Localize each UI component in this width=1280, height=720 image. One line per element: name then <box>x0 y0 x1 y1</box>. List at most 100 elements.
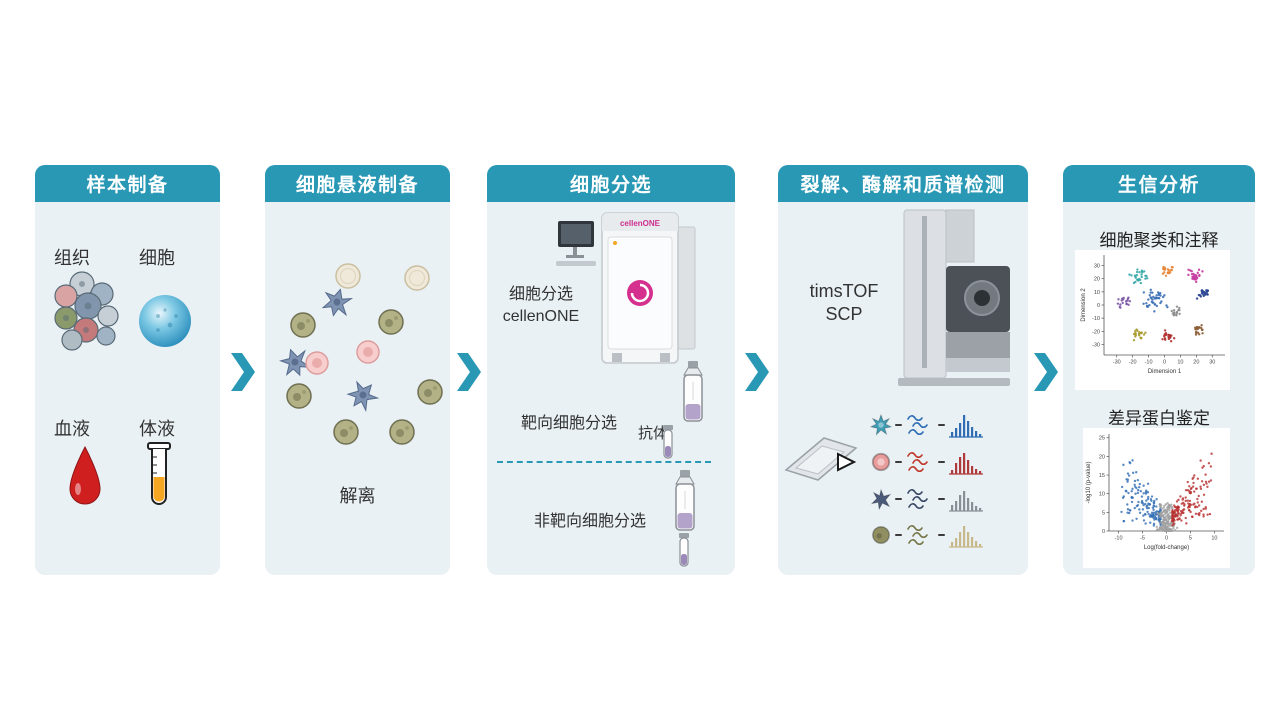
workflow-arrow-icon <box>1034 353 1058 391</box>
panel-ms-detection-header: 裂解、酶解和质谱检测 <box>778 165 1028 202</box>
spectrum-icon <box>949 453 983 475</box>
instrument-label-line1: timsTOF <box>809 281 879 301</box>
svg-text:20: 20 <box>1099 454 1105 460</box>
svg-text:-log10 (p-value): -log10 (p-value) <box>1086 461 1092 503</box>
svg-text:Log(fold-change): Log(fold-change) <box>1144 545 1189 551</box>
cells-label: 细胞 <box>139 248 175 268</box>
connector-dash <box>938 424 945 426</box>
peptide-squiggle-icon <box>907 489 928 510</box>
machine-label-line1: 细胞分选 <box>508 286 573 303</box>
svg-text:Dimension 2: Dimension 2 <box>1081 288 1087 322</box>
cell-icon <box>872 526 890 544</box>
blood-label: 血液 <box>54 419 90 439</box>
svg-text:10: 10 <box>1099 492 1105 498</box>
ms-row <box>870 408 1022 442</box>
svg-text:-20: -20 <box>1092 329 1100 335</box>
machine-label: 细胞分选 cellenONE <box>487 284 595 328</box>
tube-icon <box>147 442 171 505</box>
svg-text:0: 0 <box>1163 360 1166 366</box>
panel-ms-detection-body: timsTOF SCP <box>778 202 1028 575</box>
svg-text:25: 25 <box>1099 436 1105 442</box>
instrument-label-line2: SCP <box>825 304 863 324</box>
untargeted-sorting-label: 非靶向细胞分选 <box>533 513 646 530</box>
dispenser-bottle-icon <box>675 470 695 531</box>
peptide-squiggle-icon <box>907 452 928 473</box>
connector-dash <box>895 424 902 426</box>
svg-text:30: 30 <box>1209 360 1215 366</box>
connector-dash <box>938 534 945 536</box>
slide-icon <box>784 437 858 481</box>
panel-title: 生信分析 <box>1117 175 1200 196</box>
panel-bioinformatics-body: 细胞聚类和注释 -30 -20 -10 0 10 20 30 -30 -20 -10 0 10 20 30… <box>1063 202 1255 575</box>
svg-text:-10: -10 <box>1115 536 1123 542</box>
svg-text:-20: -20 <box>1129 360 1137 366</box>
peptide-squiggle-icon <box>907 525 928 546</box>
instrument-label: timsTOF SCP <box>788 280 900 326</box>
sample-vial-icon <box>679 533 689 567</box>
svg-text:Dimension 1: Dimension 1 <box>1148 369 1182 375</box>
ms-row <box>870 518 1022 552</box>
panel-bioinformatics-header: 生信分析 <box>1063 165 1255 202</box>
svg-text:0: 0 <box>1165 536 1168 542</box>
panel-cell-sorting-header: 细胞分选 <box>487 165 735 202</box>
panel-title: 裂解、酶解和质谱检测 <box>800 175 1006 196</box>
connector-dash <box>938 498 945 500</box>
panel-title: 细胞悬液制备 <box>295 175 419 196</box>
machine-brand-text: cellenONE <box>620 219 661 228</box>
cell-icon <box>870 488 892 510</box>
svg-text:-10: -10 <box>1145 360 1153 366</box>
antibody-label: 抗体 <box>637 425 668 442</box>
panel-sample-preparation: 样本制备 组织 细胞 <box>35 165 220 575</box>
svg-text:0: 0 <box>1097 303 1100 309</box>
spectrum-icon <box>949 491 983 512</box>
panel-cell-sorting-body: cellenONE 细胞分选 cellenONE 靶向细胞分选 抗体 <box>487 202 735 575</box>
svg-text:-30: -30 <box>1113 360 1121 366</box>
tissue-icon <box>54 271 119 351</box>
svg-text:10: 10 <box>1094 290 1100 296</box>
dispenser-bottle-icon <box>683 361 703 422</box>
panel-title: 细胞分选 <box>569 175 652 196</box>
panel-cell-sorting: 细胞分选 cellenONE 细胞分选 <box>487 165 735 575</box>
connector-dash <box>938 461 945 463</box>
svg-text:10: 10 <box>1211 536 1217 542</box>
cell-icon <box>870 414 892 436</box>
machine-label-line2: cellenONE <box>502 308 580 325</box>
ms-row <box>870 445 1022 479</box>
svg-text:0: 0 <box>1102 529 1105 535</box>
tissue-label: 组织 <box>54 248 90 268</box>
connector-dash <box>895 461 902 463</box>
svg-text:5: 5 <box>1189 536 1192 542</box>
workflow-arrow-icon <box>457 353 481 391</box>
svg-text:5: 5 <box>1102 510 1105 516</box>
workflow-arrow-icon <box>231 353 255 391</box>
differential-title: 差异蛋白鉴定 <box>1108 409 1210 428</box>
panel-cell-suspension-header: 细胞悬液制备 <box>265 165 450 202</box>
panel-cell-suspension-body: 解离 <box>265 202 450 575</box>
svg-text:20: 20 <box>1094 277 1100 283</box>
panel-sample-preparation-header: 样本制备 <box>35 165 220 202</box>
clustering-title: 细胞聚类和注释 <box>1099 231 1219 250</box>
svg-text:20: 20 <box>1193 360 1199 366</box>
panel-sample-preparation-body: 组织 细胞 <box>35 202 220 575</box>
dissociated-cells-illustration <box>277 263 443 445</box>
panel-title: 样本制备 <box>86 175 169 196</box>
svg-text:-10: -10 <box>1092 316 1100 322</box>
ms-row <box>870 482 1022 516</box>
cellenone-machine-icon: cellenONE <box>556 212 696 364</box>
svg-text:15: 15 <box>1099 473 1105 479</box>
svg-text:10: 10 <box>1177 360 1183 366</box>
dissociation-caption: 解离 <box>339 486 376 506</box>
svg-text:30: 30 <box>1094 264 1100 270</box>
panel-cell-suspension: 细胞悬液制备 <box>265 165 450 575</box>
svg-text:-5: -5 <box>1140 536 1145 542</box>
workflow-arrow-icon <box>745 353 769 391</box>
svg-text:-30: -30 <box>1092 342 1100 348</box>
peptide-squiggle-icon <box>907 415 928 436</box>
cell-sphere-icon <box>139 295 191 347</box>
panel-ms-detection: 裂解、酶解和质谱检测 timsTOF SCP <box>778 165 1028 575</box>
section-divider <box>497 461 711 463</box>
targeted-sorting-label: 靶向细胞分选 <box>520 415 617 432</box>
